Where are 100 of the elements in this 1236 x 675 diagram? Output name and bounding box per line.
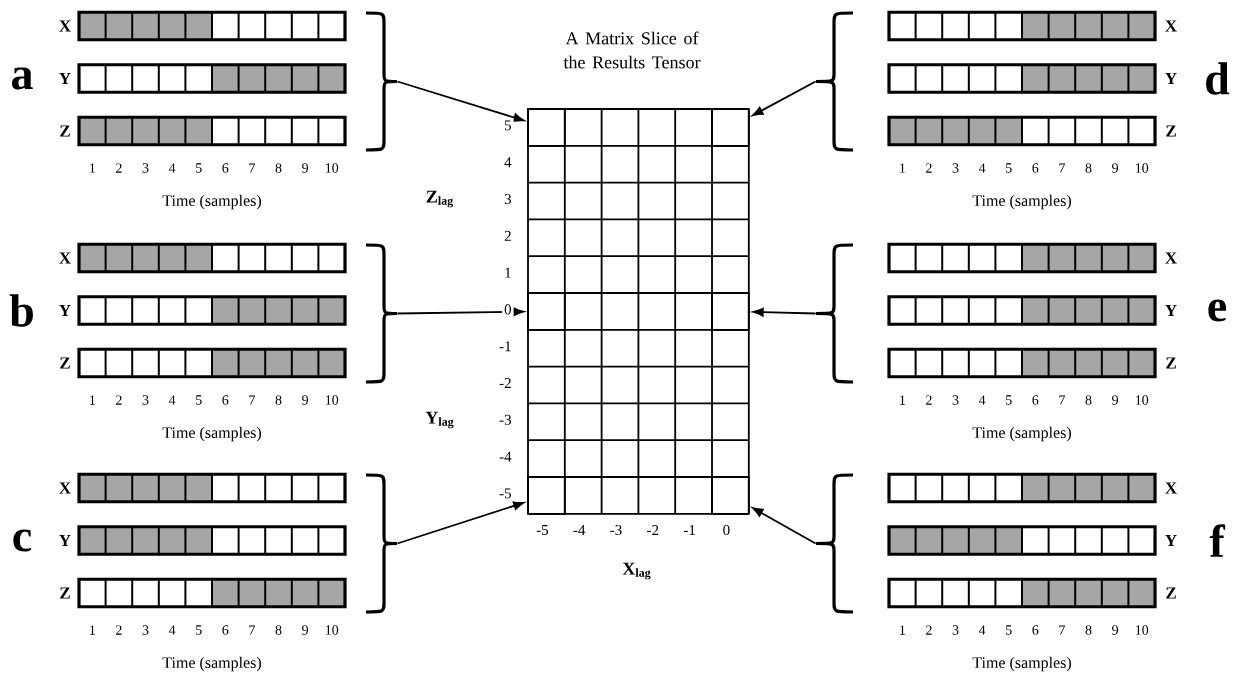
axis-label: Time (samples) (972, 426, 1071, 442)
tick-label: 2 (926, 625, 932, 635)
row-label: Y (1165, 534, 1177, 547)
tick-label: 8 (275, 625, 282, 635)
tick-label: 3 (952, 625, 959, 635)
tick-label: -3 (610, 525, 622, 536)
tick-label: 7 (1059, 625, 1065, 635)
tick-label: 8 (1085, 163, 1092, 173)
tick-label: 8 (1085, 395, 1092, 405)
tick-label: -4 (497, 449, 514, 464)
tick-label: 1 (900, 625, 905, 635)
tick-label: -2 (647, 525, 659, 535)
tick-label: 4 (978, 395, 986, 405)
tick-label: 3 (142, 395, 149, 405)
arrow (752, 507, 817, 545)
tick-label: 10 (325, 163, 339, 173)
axis-label: Time (samples) (972, 656, 1071, 672)
panel-letter: b (9, 294, 33, 327)
tick-label: 5 (1006, 163, 1012, 173)
tick-label: -1 (497, 339, 514, 354)
brace (814, 473, 853, 614)
tick-label: -5 (497, 486, 514, 501)
tick-label: 9 (302, 395, 309, 405)
tick-label: 7 (249, 625, 255, 635)
row-label: X (1165, 482, 1177, 494)
row-label: Y (59, 72, 71, 85)
title: A Matrix Slice of the Results Tensor (563, 31, 701, 69)
tick-label: 6 (222, 625, 229, 635)
tick-label: 2 (502, 228, 514, 243)
panel-letter: e (1208, 299, 1227, 322)
tick-label: 8 (275, 163, 282, 173)
tick-label: 3 (142, 163, 149, 173)
tick-label: 2 (926, 395, 932, 405)
tick-label: -3 (497, 412, 514, 427)
axis-label: Time (samples) (162, 194, 261, 210)
tick-label: 8 (275, 395, 282, 405)
tick-label: 2 (116, 395, 122, 405)
tick-label: -1 (683, 525, 695, 535)
tick-label: 10 (1135, 625, 1149, 635)
brace (366, 473, 399, 614)
tick-label: 0 (502, 302, 514, 317)
tick-label: 5 (196, 625, 202, 635)
panel-letter: c (13, 529, 32, 552)
row-label: Z (60, 357, 70, 369)
matrix-cell (527, 292, 566, 331)
tick-label: 6 (1032, 395, 1039, 405)
arrow (752, 307, 817, 317)
matrix-cell (527, 108, 566, 147)
tick-label: 6 (222, 163, 229, 173)
tick-label: 9 (302, 625, 309, 635)
matrix-cell (711, 476, 750, 515)
tick-label: 5 (196, 395, 202, 405)
row-label: X (59, 252, 71, 264)
axis-label: Y$_{lag}$ (425, 411, 454, 429)
brace (366, 11, 399, 152)
tick-label: 4 (978, 163, 986, 173)
arrow (396, 80, 525, 122)
row-label: Z (1166, 587, 1176, 599)
row-label: X (59, 20, 71, 32)
tick-label: 10 (1135, 163, 1149, 173)
tick-label: 7 (249, 395, 255, 405)
tick-label: 6 (1032, 163, 1039, 173)
arrow (752, 80, 817, 117)
tick-label: 2 (926, 163, 932, 173)
matrix-cell (711, 292, 750, 331)
tick-label: 4 (502, 155, 514, 170)
tick-label: 1 (502, 265, 514, 280)
tick-label: 7 (1059, 395, 1065, 405)
tick-label: -4 (573, 525, 586, 535)
tick-label: 9 (1112, 395, 1119, 405)
tick-label: 3 (952, 395, 959, 405)
tick-label: 5 (196, 163, 202, 173)
row-label: X (1165, 252, 1177, 264)
tick-label: 6 (222, 395, 229, 405)
tick-label: 1 (900, 395, 905, 405)
tick-label: 10 (1135, 395, 1149, 405)
tick-label: 9 (302, 163, 309, 173)
tick-label: 5 (1006, 395, 1012, 405)
axis-label: Time (samples) (162, 656, 261, 672)
row-label: Y (59, 534, 71, 547)
matrix-cell (527, 476, 566, 515)
tick-label: 1 (90, 395, 95, 405)
axis-label: X$_{lag}$ (622, 562, 651, 580)
brace (814, 243, 853, 384)
row-label: Z (60, 587, 70, 599)
tick-label: 3 (142, 625, 149, 635)
panel-letter: f (1209, 524, 1226, 557)
row-label: X (59, 482, 71, 494)
tick-label: -2 (497, 376, 514, 390)
panel-letter: d (1206, 62, 1230, 95)
tick-label: 9 (1112, 163, 1119, 173)
tick-label: 1 (900, 163, 905, 173)
tick-label: 1 (90, 625, 95, 635)
tick-label: 4 (168, 395, 176, 405)
tick-label: 10 (325, 625, 339, 635)
brace (814, 11, 853, 152)
tick-label: 9 (1112, 625, 1119, 635)
tick-label: 4 (168, 625, 176, 635)
matrix-cell (711, 108, 750, 147)
tick-label: 3 (502, 191, 514, 207)
